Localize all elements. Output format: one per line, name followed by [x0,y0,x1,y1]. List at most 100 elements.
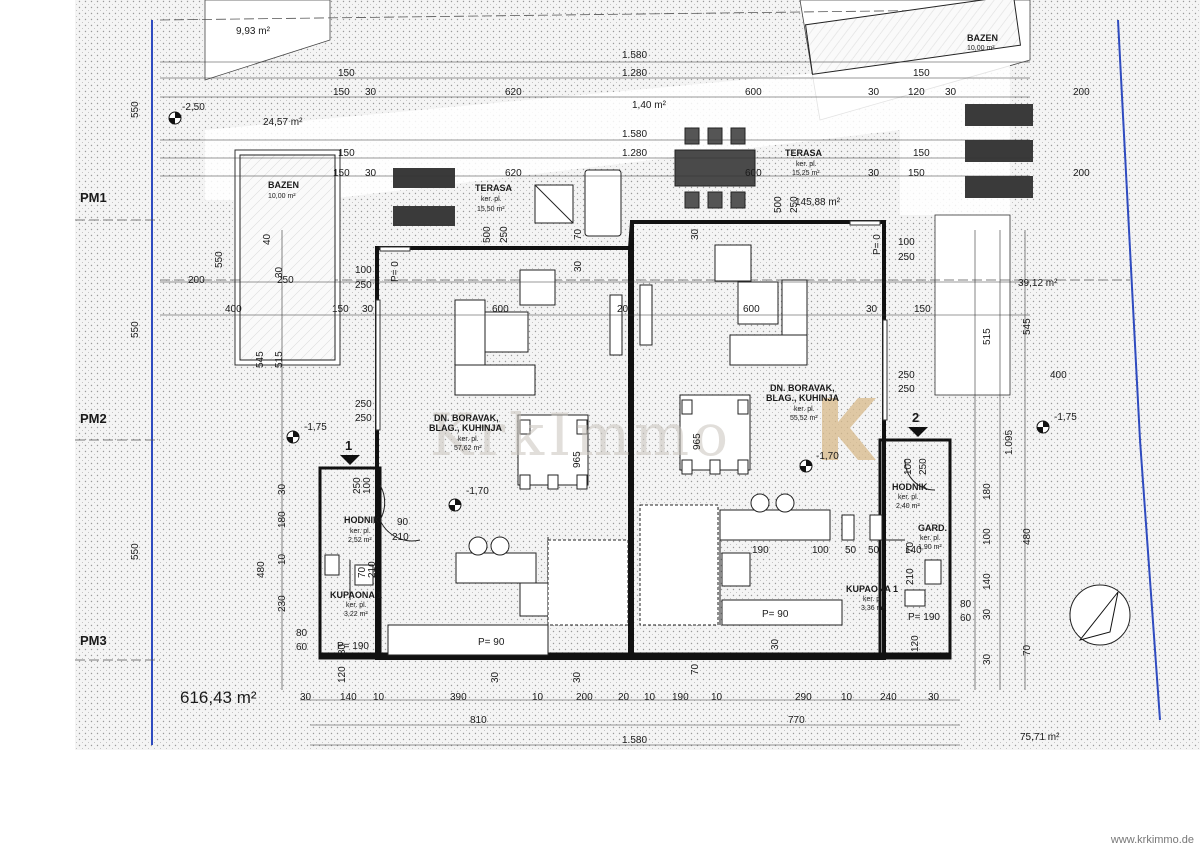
plot-boundaries [151,19,1161,745]
plot-label-pm2: PM2 [80,411,107,426]
dimensions-side: 550 550 550 550 545 515 40 30 480 180 23… [130,101,1033,665]
svg-text:10: 10 [373,692,385,703]
svg-text:90: 90 [397,517,409,528]
terrace-right-name: TERASA [785,148,823,158]
room-hall-left-name: HODNIK [344,515,380,525]
svg-text:190: 190 [752,545,769,556]
level-left: -1,75 [304,422,327,433]
room-bath-left-name: KUPAONA 1 [330,590,382,600]
svg-text:515: 515 [982,328,993,345]
svg-text:620: 620 [505,87,522,98]
level-marker-right-icon [1036,420,1050,434]
svg-text:70: 70 [573,228,584,240]
svg-text:250: 250 [918,458,929,475]
svg-text:70: 70 [690,663,701,675]
svg-text:100: 100 [355,265,372,276]
sun-loungers [393,104,1033,226]
svg-text:180: 180 [982,483,993,500]
area-upper-left: 24,57 m² [263,117,303,128]
svg-text:1.280: 1.280 [622,148,647,159]
svg-text:250: 250 [355,399,372,410]
svg-text:250: 250 [352,477,363,494]
svg-text:515: 515 [274,351,285,368]
dimensions-bottom: 30 140 10 390 10 200 20 10 190 10 290 10… [300,635,940,746]
svg-text:30: 30 [362,304,374,315]
svg-text:50: 50 [845,545,857,556]
svg-text:810: 810 [470,715,487,726]
level-marker-floor-right-icon [799,459,813,473]
svg-text:250: 250 [355,280,372,291]
level-marker-floor-left-icon [448,498,462,512]
svg-text:545: 545 [255,351,266,368]
terrace-left-area: 15,50 m² [477,206,505,213]
dimensions-top: 1.580 1.280 150 150 150 30 620 600 30 12… [188,50,1090,424]
svg-text:30: 30 [945,87,957,98]
entrance-2-label: 2 [912,410,919,425]
svg-text:10: 10 [711,692,723,703]
svg-text:100: 100 [982,528,993,545]
svg-text:P= 190: P= 190 [337,641,369,652]
svg-text:30: 30 [868,168,880,179]
room-hall-right-name: HODNIK [892,482,928,492]
entrance-1-icon [340,455,360,465]
pool-left-area: 10,00 m² [268,193,296,200]
svg-text:P= 0: P= 0 [390,261,401,282]
terrace-left-name: TERASA [475,183,513,193]
area-upper-right: 145,88 m² [795,197,841,208]
svg-text:100: 100 [898,237,915,248]
windows [375,220,888,431]
svg-text:30: 30 [300,692,312,703]
room-wardrobe-area: 1,90 m² [918,544,942,551]
svg-text:20: 20 [617,304,629,315]
svg-text:545: 545 [1022,318,1033,335]
room-bath-left-area: 3,22 m² [344,611,368,618]
svg-text:10: 10 [532,692,544,703]
bathroom-fixtures [324,514,942,607]
svg-text:30: 30 [868,87,880,98]
svg-text:P= 0: P= 0 [872,234,883,255]
room-bath-right-floor: ker. pl. [863,596,884,603]
room-bath-right-area: 3,36 m² [861,605,885,612]
svg-text:600: 600 [492,304,509,315]
plot-label-pm3: PM3 [80,633,107,648]
svg-text:480: 480 [256,561,267,578]
room-living-right-area: 55,52 m² [790,415,818,422]
level-floor-right: -1,70 [816,451,839,462]
svg-text:70: 70 [905,541,916,553]
svg-text:P= 90: P= 90 [478,637,505,648]
level-right: -1,75 [1054,412,1077,423]
svg-text:250: 250 [789,196,800,213]
svg-text:10: 10 [644,692,656,703]
svg-text:30: 30 [365,87,377,98]
room-hall-right-area: 2,40 m² [896,503,920,510]
room-living-right-line1: DN. BORAVAK, [770,383,835,393]
level-floor-left: -1,70 [466,486,489,497]
area-upper-mid: 1,40 m² [632,100,667,111]
level-marker-left-icon [286,430,300,444]
terrace-furniture [534,127,756,237]
svg-text:390: 390 [450,692,467,703]
area-total: 616,43 m² [180,688,257,707]
svg-text:400: 400 [1050,370,1067,381]
entrance-2-icon [908,427,928,437]
terrace-right-area: 15,25 m² [792,170,820,177]
level-marker-top-icon [168,111,182,125]
svg-text:20: 20 [618,692,630,703]
svg-text:P= 190: P= 190 [908,612,940,623]
svg-text:200: 200 [576,692,593,703]
svg-text:30: 30 [572,671,583,683]
svg-text:100: 100 [903,458,914,475]
svg-text:30: 30 [866,304,878,315]
svg-text:50: 50 [868,545,880,556]
svg-text:120: 120 [337,666,348,683]
svg-text:600: 600 [743,304,760,315]
svg-text:150: 150 [908,168,925,179]
terrace-left-floor: ker. pl. [481,196,502,203]
svg-text:200: 200 [188,275,205,286]
room-living-left-line1: DN. BORAVAK, [434,413,499,423]
svg-text:30: 30 [490,671,501,683]
svg-text:140: 140 [905,545,922,556]
north-arrow-icon [1069,584,1131,646]
room-living-left-floor: ker. pl. [458,436,479,443]
